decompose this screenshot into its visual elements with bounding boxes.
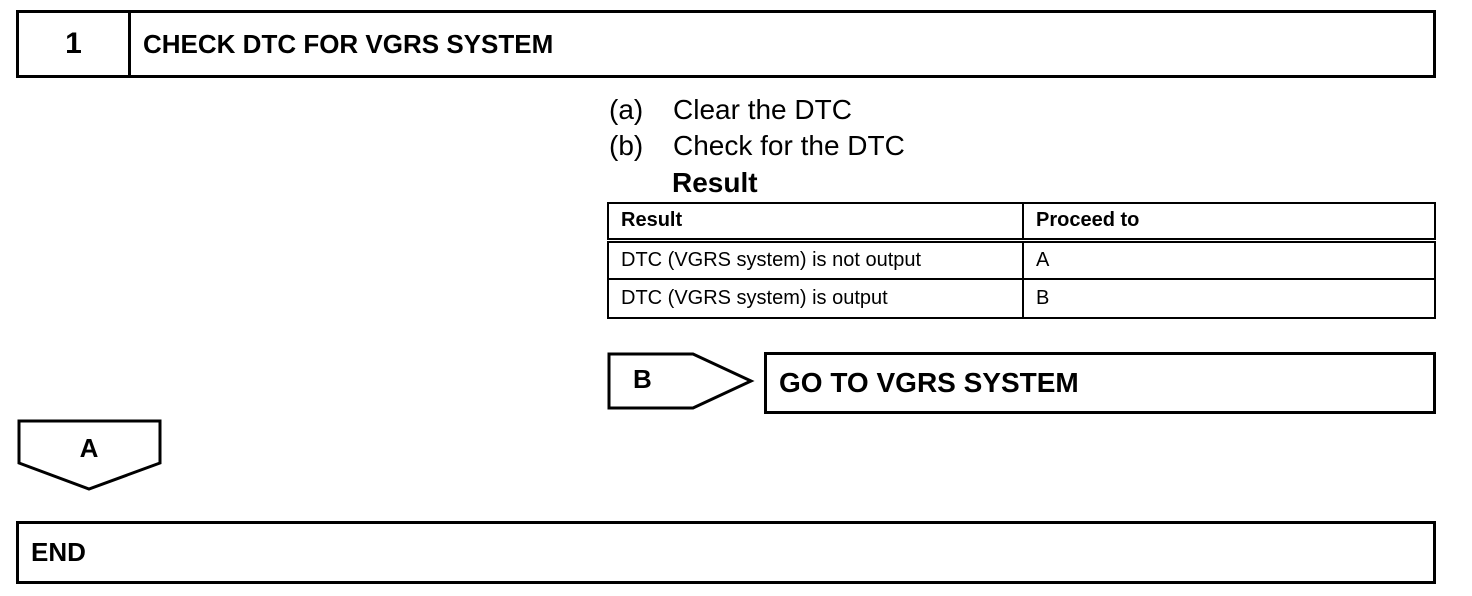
table-header-proceed-to: Proceed to	[1022, 202, 1436, 243]
instruction-b-label: (b)	[609, 130, 644, 161]
table-row: DTC (VGRS system) is not output A	[607, 239, 1436, 280]
result-heading: Result	[672, 167, 758, 198]
step-number: 1	[19, 13, 131, 75]
instruction-b-text: Check for the DTC	[673, 130, 905, 161]
instruction-a-label: (a)	[609, 94, 644, 125]
table-cell-result: DTC (VGRS system) is output	[607, 278, 1024, 319]
branch-a-arrow: A	[17, 419, 163, 493]
branch-b-arrow: B	[607, 352, 755, 410]
table-cell-proceed: A	[1022, 239, 1436, 280]
table-cell-result: DTC (VGRS system) is not output	[607, 239, 1024, 280]
right-arrow-shape-icon	[607, 352, 755, 410]
goto-vgrs-box: GO TO VGRS SYSTEM	[764, 352, 1436, 414]
table-cell-proceed: B	[1022, 278, 1436, 319]
table-row: DTC (VGRS system) is output B	[607, 278, 1436, 319]
table-header-result: Result	[607, 202, 1024, 243]
end-box: END	[16, 521, 1436, 584]
table-header-row: Result Proceed to	[607, 202, 1436, 243]
instruction-a-text: Clear the DTC	[673, 94, 852, 125]
down-arrow-shape-icon	[17, 419, 162, 491]
branch-a-label: A	[79, 433, 99, 463]
branch-b-label: B	[633, 364, 652, 394]
result-table: Result Proceed to DTC (VGRS system) is n…	[607, 202, 1436, 319]
step-header: 1 CHECK DTC FOR VGRS SYSTEM	[16, 10, 1436, 78]
step-title: CHECK DTC FOR VGRS SYSTEM	[143, 28, 554, 59]
